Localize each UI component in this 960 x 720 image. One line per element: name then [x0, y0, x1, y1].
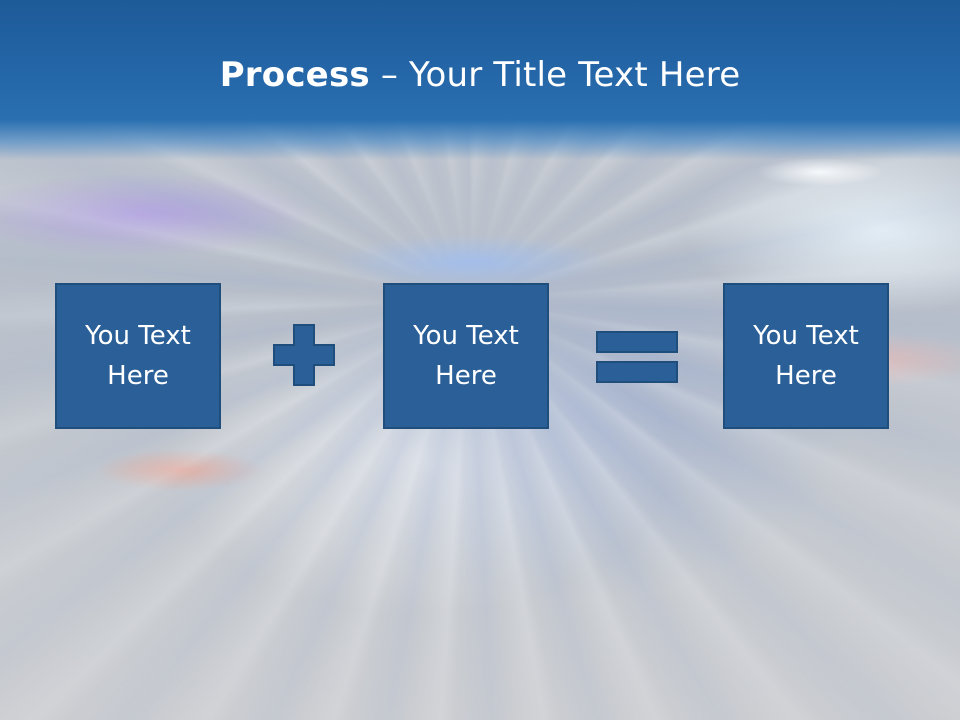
- title-banner: Process – Your Title Text Here: [0, 0, 960, 160]
- process-box-1-text: You Text Here: [85, 321, 191, 391]
- title-bold: Process: [219, 55, 370, 95]
- equals-icon: [596, 331, 678, 383]
- process-box-3[interactable]: You Text Here: [723, 283, 889, 429]
- title-rest: – Your Title Text Here: [369, 55, 741, 95]
- process-box-1[interactable]: You Text Here: [55, 283, 221, 429]
- process-box-2[interactable]: You Text Here: [383, 283, 549, 429]
- plus-icon: [273, 324, 335, 386]
- process-box-2-text: You Text Here: [413, 321, 519, 391]
- slide-title: Process – Your Title Text Here: [0, 52, 960, 98]
- process-box-3-text: You Text Here: [753, 321, 859, 391]
